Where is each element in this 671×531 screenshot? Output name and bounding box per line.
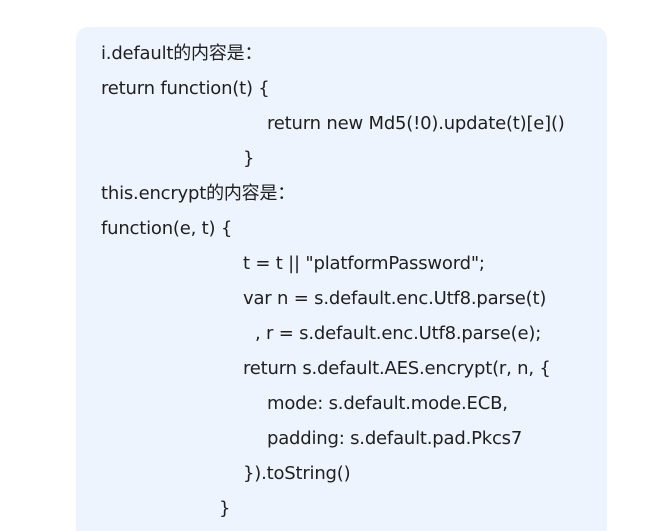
code-line-1: i.default的内容是： <box>101 43 263 64</box>
code-line-6: function(e, t) { <box>101 218 233 239</box>
code-line-4: } <box>243 148 255 169</box>
code-line-12: padding: s.default.pad.Pkcs7 <box>267 428 523 449</box>
code-line-7: t = t || "platformPassword"; <box>243 253 485 274</box>
code-line-11: mode: s.default.mode.ECB, <box>267 393 508 414</box>
code-line-8: var n = s.default.enc.Utf8.parse(t) <box>243 288 547 309</box>
code-line-5: this.encrypt的内容是： <box>101 183 296 204</box>
code-line-14: } <box>219 498 231 519</box>
code-line-10: return s.default.AES.encrypt(r, n, { <box>243 358 551 379</box>
code-line-2: return function(t) { <box>101 78 270 99</box>
code-snippet-card <box>76 27 607 531</box>
code-line-13: }).toString() <box>243 463 351 484</box>
code-line-3: return new Md5(!0).update(t)[e]() <box>267 113 565 134</box>
code-line-9: , r = s.default.enc.Utf8.parse(e); <box>255 323 542 344</box>
